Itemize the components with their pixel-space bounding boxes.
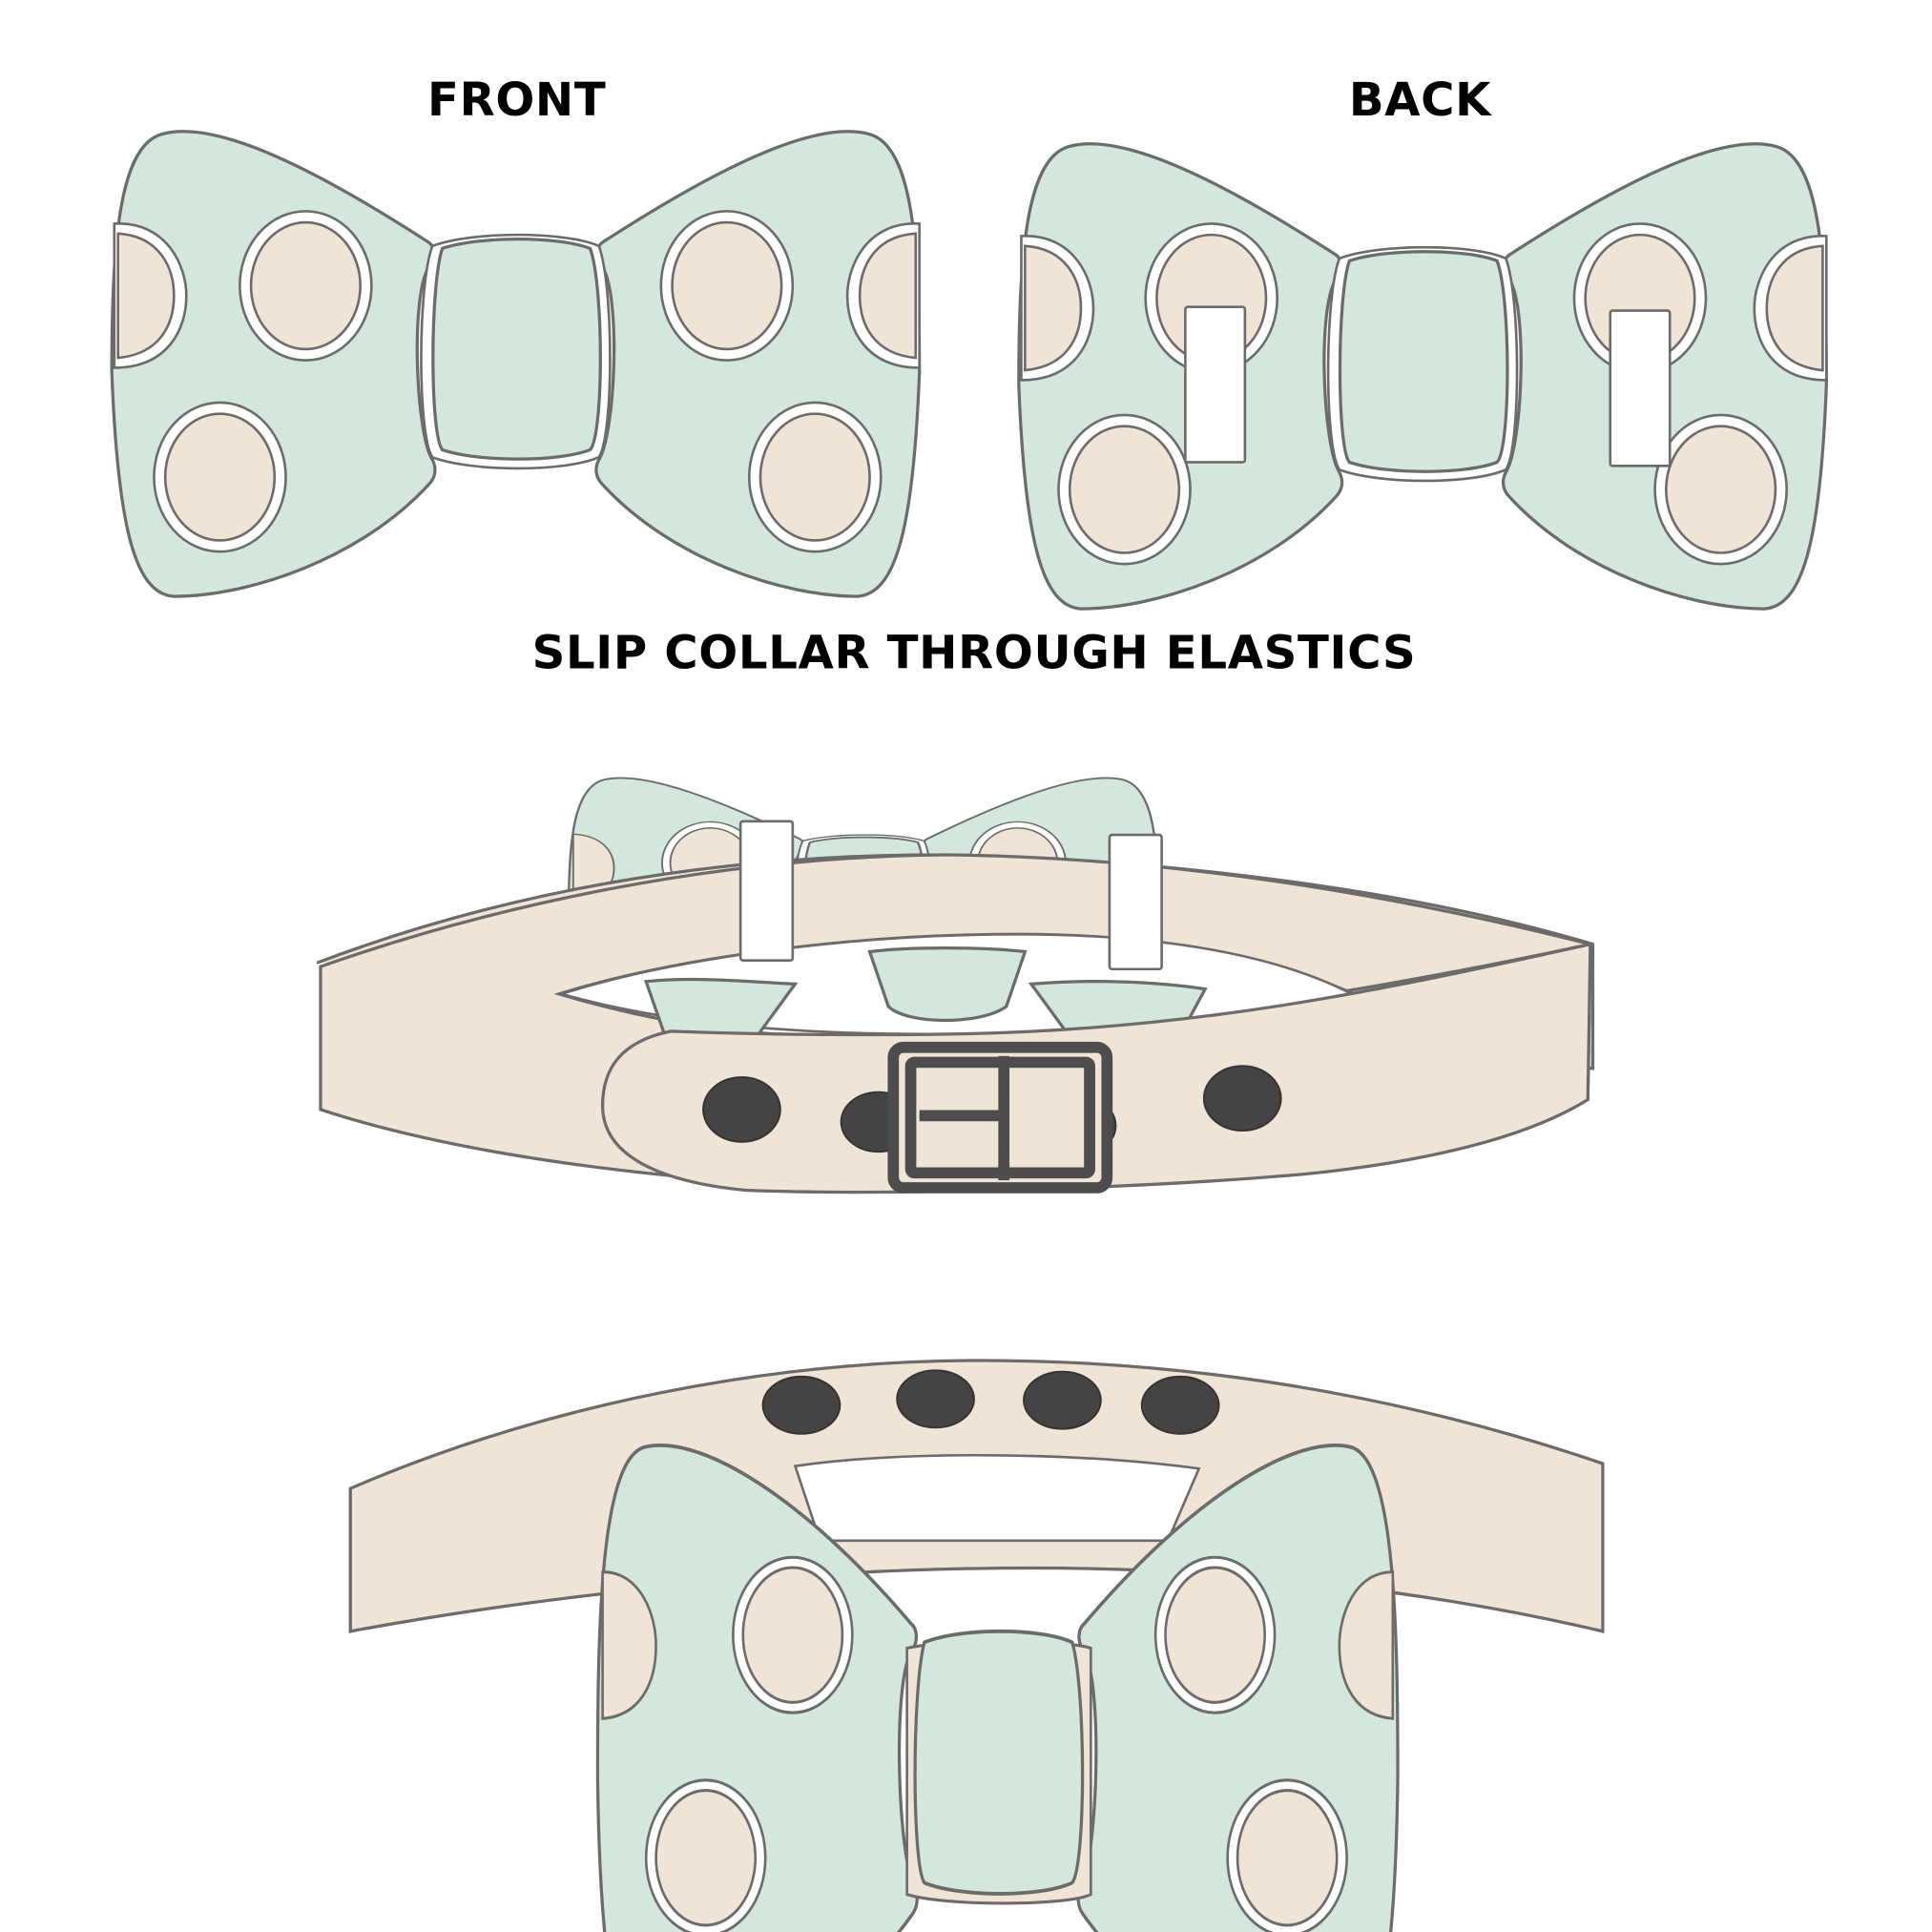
collar-buckle: [887, 1041, 1113, 1194]
instruction-label: SLIP COLLAR THROUGH ELASTICS: [532, 627, 1417, 680]
collar-hole: [1023, 1370, 1102, 1430]
collar-threaded-bow-tie: [316, 777, 1595, 1195]
elastic-loop-right: [1609, 309, 1672, 467]
elastic-loop-left: [1184, 305, 1247, 464]
collar-hole: [1140, 1375, 1220, 1435]
front-bow-tie: [110, 130, 922, 598]
polka-dots: [113, 210, 921, 553]
elastic-loop-left: [738, 820, 795, 962]
collar-hole: [1202, 1065, 1282, 1132]
worn-bow-tie-on-collar: [348, 1359, 1605, 1932]
back-label: BACK: [1349, 73, 1492, 127]
front-label: FRONT: [427, 73, 606, 127]
collar-hole: [702, 1076, 781, 1143]
collar-hole: [896, 1369, 975, 1429]
collar-hole: [761, 1375, 841, 1435]
back-bow-tie: [1017, 142, 1828, 611]
elastic-loop-right: [1108, 833, 1163, 971]
